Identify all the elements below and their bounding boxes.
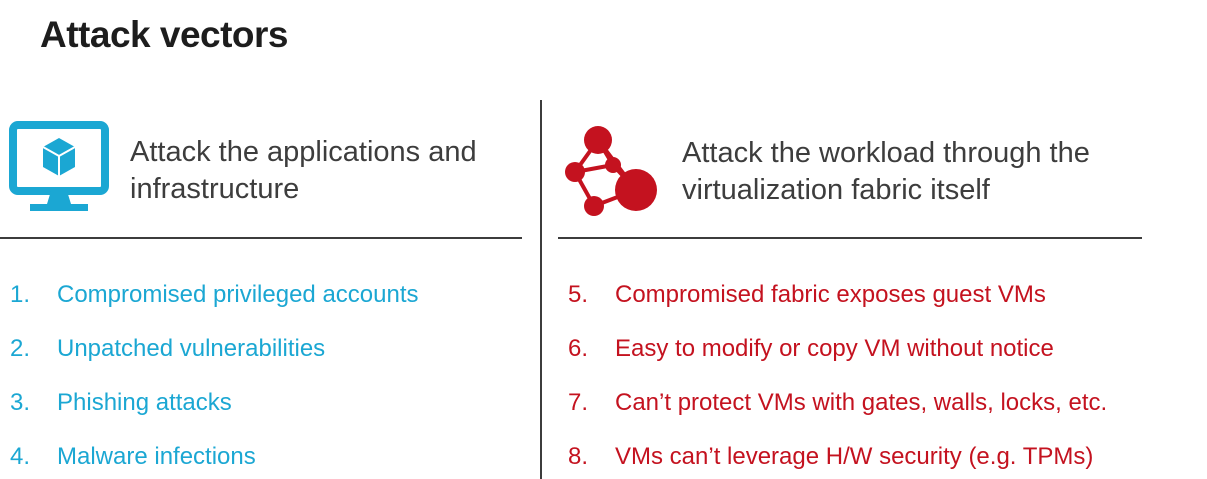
right-horizontal-rule — [558, 237, 1142, 239]
item-number: 7. — [568, 389, 589, 416]
item-number: 3. — [10, 389, 31, 416]
right-heading: Attack the workload through the virtuali… — [682, 137, 1090, 206]
list-item: 6. Easy to modify or copy VM without not… — [568, 322, 1107, 376]
item-number: 1. — [10, 281, 31, 308]
list-item: 8. VMs can’t leverage H/W security (e.g.… — [568, 430, 1107, 479]
left-attack-list: 1. Compromised privileged accounts 2. Un… — [10, 268, 419, 479]
item-number: 8. — [568, 443, 589, 470]
right-column-header: Attack the workload through the virtuali… — [560, 120, 1152, 223]
list-item: 2. Unpatched vulnerabilities — [10, 322, 419, 376]
left-column-header: Attack the applications and infrastructu… — [8, 120, 500, 221]
item-text: Can’t protect VMs with gates, walls, loc… — [615, 389, 1108, 416]
item-text: VMs can’t leverage H/W security (e.g. TP… — [615, 443, 1094, 470]
page-title: Attack vectors — [40, 14, 289, 55]
item-text: Easy to modify or copy VM without notice — [615, 335, 1054, 362]
left-heading: Attack the applications and infrastructu… — [130, 136, 477, 205]
list-item: 5. Compromised fabric exposes guest VMs — [568, 268, 1107, 322]
network-nodes-icon — [560, 120, 664, 223]
item-number: 5. — [568, 281, 589, 308]
list-item: 7. Can’t protect VMs with gates, walls, … — [568, 376, 1107, 430]
item-number: 6. — [568, 335, 589, 362]
item-text: Compromised fabric exposes guest VMs — [615, 281, 1046, 308]
monitor-cube-icon — [8, 120, 110, 221]
item-text: Unpatched vulnerabilities — [57, 335, 326, 362]
right-attack-list: 5. Compromised fabric exposes guest VMs … — [568, 268, 1107, 479]
item-text: Phishing attacks — [57, 389, 232, 416]
list-item: 4. Malware infections — [10, 430, 419, 479]
item-number: 4. — [10, 443, 31, 470]
list-item: 3. Phishing attacks — [10, 376, 419, 430]
item-text: Malware infections — [57, 443, 256, 470]
vertical-divider — [540, 100, 542, 479]
item-number: 2. — [10, 335, 31, 362]
list-item: 1. Compromised privileged accounts — [10, 268, 419, 322]
left-horizontal-rule — [0, 237, 522, 239]
item-text: Compromised privileged accounts — [57, 281, 419, 308]
